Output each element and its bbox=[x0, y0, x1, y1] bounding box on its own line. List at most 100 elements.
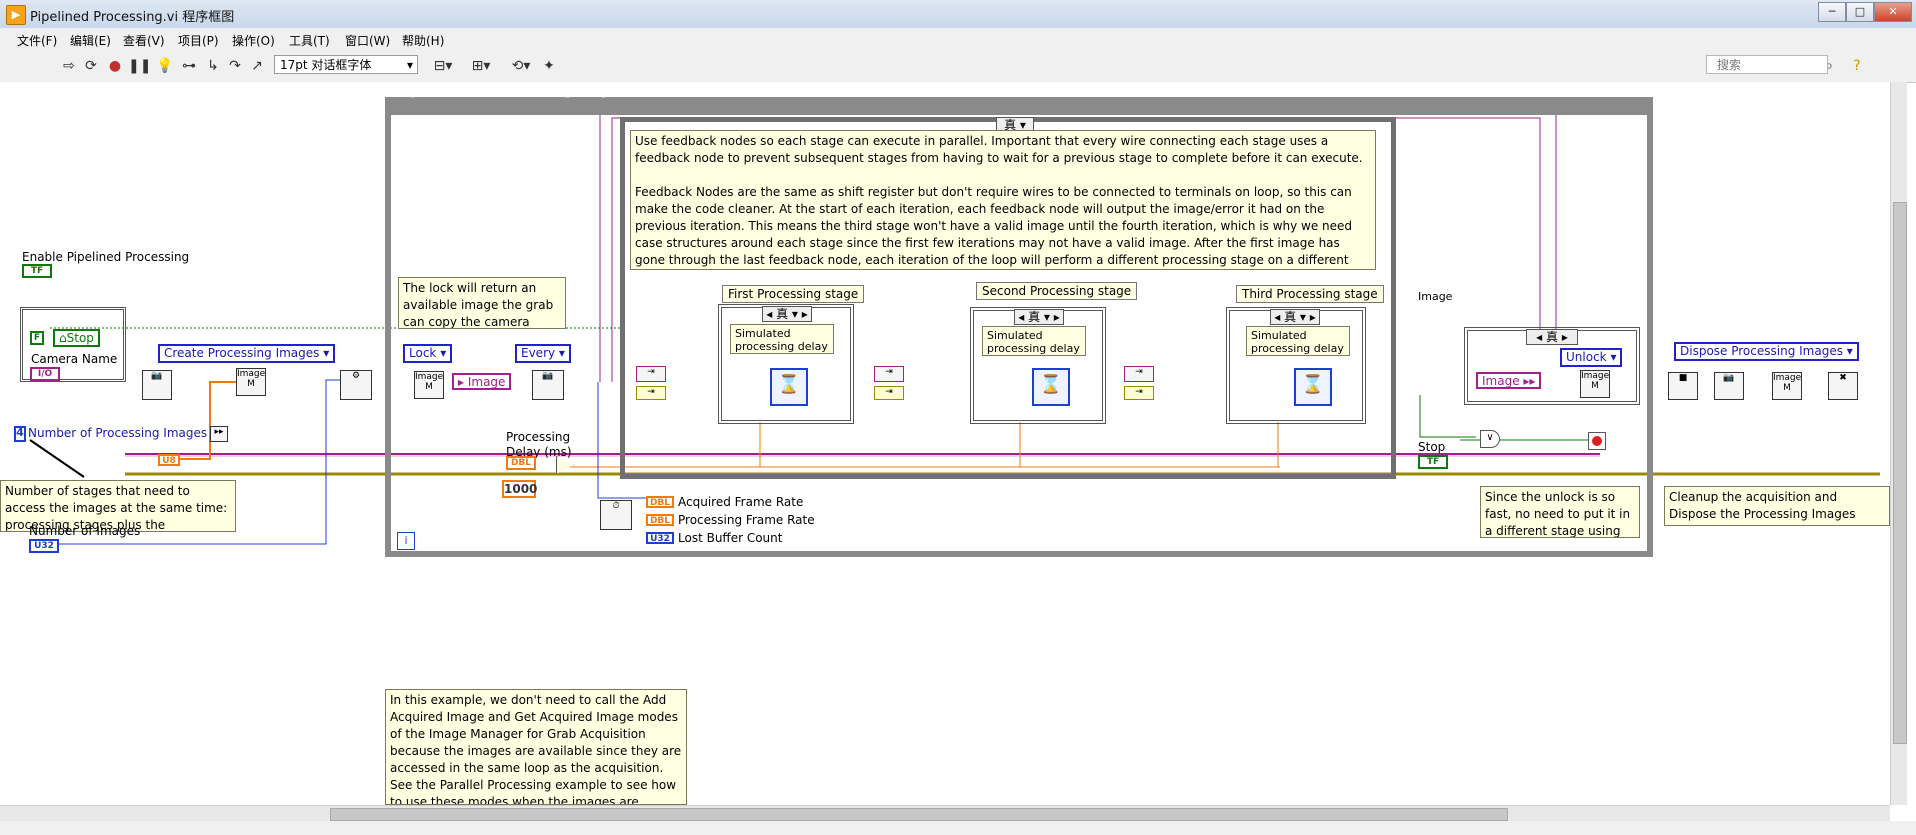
feedback-node-2-error[interactable]: ⇥ bbox=[874, 386, 904, 400]
stop-button-label: Stop bbox=[66, 331, 94, 345]
menu-edit[interactable]: 编辑(E) bbox=[70, 34, 111, 48]
processing-delay-terminal[interactable]: DBL bbox=[506, 456, 536, 470]
or-node[interactable]: ∨ bbox=[1480, 430, 1500, 448]
stage1-case-label: 真 bbox=[776, 307, 789, 321]
distribute-objects-icon[interactable]: ⊞▾ bbox=[471, 58, 491, 74]
run-continuously-icon[interactable]: ⟳ bbox=[85, 58, 97, 74]
stage3-delay-note: Simulated processing delay bbox=[1246, 326, 1350, 356]
create-images-enum[interactable]: Create Processing Images ▾ bbox=[158, 344, 336, 363]
stage1-case-selector[interactable]: ◂ 真 ▾ ▸ bbox=[762, 306, 812, 322]
num-stages-constant[interactable]: 4 bbox=[14, 426, 26, 442]
u8-wire bbox=[170, 381, 236, 460]
camera-false-constant[interactable]: F bbox=[30, 331, 44, 345]
highlight-execution-icon[interactable]: 💡 bbox=[156, 58, 174, 74]
abort-icon[interactable]: ● bbox=[108, 58, 122, 74]
horizontal-scrollbar[interactable] bbox=[0, 805, 1890, 822]
menu-project[interactable]: 项目(P) bbox=[178, 34, 219, 48]
close-button[interactable]: ✕ bbox=[1874, 2, 1912, 22]
image-mgr-unlock-text: Image bbox=[1581, 371, 1610, 381]
lock-note: The lock will return an available image … bbox=[398, 277, 566, 329]
chevron-down-icon: ▾ bbox=[406, 58, 413, 72]
stage2-delay-note: Simulated processing delay bbox=[982, 326, 1086, 356]
u8-constant[interactable]: U8 bbox=[158, 454, 180, 466]
lock-enum[interactable]: Lock ▾ bbox=[403, 344, 453, 363]
camera-name-label: Camera Name bbox=[31, 352, 118, 366]
maximize-button[interactable]: □ bbox=[1846, 2, 1874, 22]
search-icon[interactable]: ⌕ bbox=[1825, 58, 1833, 74]
processing-rate-label: Processing Frame Rate bbox=[678, 513, 815, 527]
retain-wire-values-icon[interactable]: ⊶ bbox=[182, 58, 196, 74]
num-images-label: Number of Images bbox=[29, 524, 141, 538]
menu-file[interactable]: 文件(F) bbox=[17, 34, 58, 48]
feedback-node-3[interactable]: ⇥ bbox=[1124, 366, 1154, 382]
feedback-node-1-error[interactable]: ⇥ bbox=[636, 386, 666, 400]
vertical-scrollbar[interactable] bbox=[1890, 82, 1907, 805]
menu-operate[interactable]: 操作(O) bbox=[232, 34, 275, 48]
lost-buffers-terminal: U32 bbox=[646, 532, 674, 544]
search-input[interactable]: 搜索 bbox=[1706, 55, 1828, 74]
num-images-terminal[interactable]: U32 bbox=[29, 539, 59, 553]
outer-case-label: 真 bbox=[1004, 118, 1017, 132]
delay-constant[interactable]: 1000 bbox=[502, 480, 538, 498]
window-titlebar: ▶ Pipelined Processing.vi 程序框图 ─ □ ✕ bbox=[0, 0, 1916, 29]
every-enum[interactable]: Every ▾ bbox=[515, 344, 571, 363]
font-select[interactable]: 17pt 对话框字体▾ bbox=[274, 55, 418, 74]
acquisition-loop[interactable] bbox=[385, 97, 1653, 557]
close-camera-icon[interactable]: 📷 bbox=[1714, 372, 1744, 400]
stage3-label: Third Processing stage bbox=[1236, 285, 1384, 303]
delay-wire-drops bbox=[759, 422, 1279, 467]
configure-grab-icon[interactable]: ⚙ bbox=[340, 370, 372, 400]
open-camera-icon[interactable]: 📷 bbox=[142, 370, 172, 400]
pause-icon[interactable]: ❚❚ bbox=[128, 58, 152, 74]
image-mgr-m: M bbox=[247, 379, 255, 389]
menu-help[interactable]: 帮助(H) bbox=[402, 34, 445, 48]
stage1-case[interactable] bbox=[718, 304, 854, 424]
stage3-wait-icon[interactable]: ⌛ bbox=[1294, 368, 1332, 406]
loop-condition-terminal[interactable] bbox=[1588, 432, 1606, 450]
grab-icon[interactable]: 📷 bbox=[532, 370, 564, 400]
menu-view[interactable]: 查看(V) bbox=[123, 34, 165, 48]
stage2-case-label: 真 bbox=[1028, 310, 1041, 324]
step-over-icon[interactable]: ↷ bbox=[229, 58, 241, 74]
every-label: Every bbox=[521, 346, 556, 360]
feedback-node-1[interactable]: ⇥ bbox=[636, 366, 666, 382]
block-diagram[interactable]: Acquisition and Processing Loop i 真 ▾ Us… bbox=[0, 82, 1890, 805]
align-objects-icon[interactable]: ⊟▾ bbox=[433, 58, 453, 74]
clean-up-icon[interactable]: ✦ bbox=[543, 58, 555, 74]
feedback-node-2[interactable]: ⇥ bbox=[874, 366, 904, 382]
acquisition-stats-icon[interactable]: ⏱ bbox=[600, 500, 632, 530]
stage2-case-selector[interactable]: ◂ 真 ▾ ▸ bbox=[1014, 309, 1064, 325]
stop-acquisition-icon[interactable]: ■ bbox=[1668, 372, 1698, 400]
unlock-enum[interactable]: Unlock ▾ bbox=[1560, 348, 1623, 367]
vertical-scrollbar-thumb[interactable] bbox=[1893, 202, 1907, 744]
reorder-icon[interactable]: ⟲▾ bbox=[511, 58, 531, 74]
enable-label: Enable Pipelined Processing bbox=[22, 250, 190, 264]
dispose-enum[interactable]: Dispose Processing Images ▾ bbox=[1674, 342, 1859, 361]
image-mgr-unlock-m: M bbox=[1591, 381, 1599, 391]
feedback-node-3-error[interactable]: ⇥ bbox=[1124, 386, 1154, 400]
stage3-case-selector[interactable]: ◂ 真 ▾ ▸ bbox=[1270, 309, 1320, 325]
menu-tools[interactable]: 工具(T) bbox=[289, 34, 330, 48]
to-u8-icon[interactable]: ▸▸ bbox=[210, 426, 228, 442]
camera-name-terminal[interactable]: I/O bbox=[30, 367, 60, 381]
step-out-icon[interactable]: ↗ bbox=[251, 58, 263, 74]
horizontal-scrollbar-thumb[interactable] bbox=[330, 808, 1508, 821]
enable-terminal[interactable]: TF bbox=[22, 264, 52, 278]
step-into-icon[interactable]: ↳ bbox=[207, 58, 219, 74]
stop-terminal[interactable]: TF bbox=[1418, 455, 1448, 469]
feedback-note: Use feedback nodes so each stage can exe… bbox=[630, 130, 1376, 270]
stop-button-control[interactable]: ⌂Stop bbox=[53, 329, 100, 347]
run-arrow-icon[interactable]: ⇨ bbox=[63, 58, 75, 74]
minimize-button[interactable]: ─ bbox=[1818, 2, 1846, 22]
unlock-case-selector[interactable]: ◂ 真 ▸ bbox=[1526, 329, 1578, 345]
menu-window[interactable]: 窗口(W) bbox=[345, 34, 391, 48]
stage2-wait-icon[interactable]: ⌛ bbox=[1032, 368, 1070, 406]
help-icon[interactable]: ? bbox=[1853, 58, 1861, 74]
create-images-label: Create Processing Images bbox=[164, 346, 320, 360]
dispose-image-icon[interactable]: ✖ bbox=[1828, 372, 1858, 400]
stage1-wait-icon[interactable]: ⌛ bbox=[770, 368, 808, 406]
